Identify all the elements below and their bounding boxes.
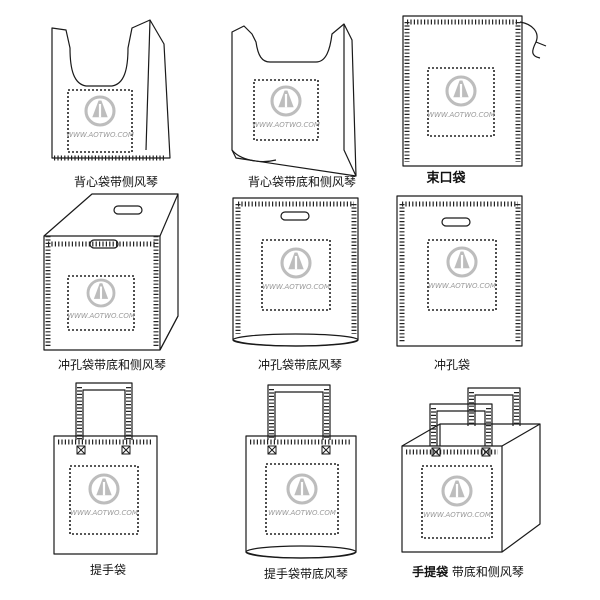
caption-handle-bag: 提手袋 xyxy=(89,563,126,577)
logo-ring-icon xyxy=(446,246,478,278)
logo-ring-icon xyxy=(280,247,312,279)
die-cut-bag-3-handle-slot xyxy=(441,217,471,227)
caption-vest-bag-side-gusset: 背心袋带侧风琴 xyxy=(73,175,158,189)
die-cut-bag-1-logo: WWW.AOTWO.COM xyxy=(67,278,135,320)
drawstring-cord-icon xyxy=(519,21,547,59)
handle-bag-2-left-rivet-icon xyxy=(267,445,277,455)
die-cut-bag-2-bottom-gusset xyxy=(232,333,359,347)
handle-bag-2-bottom-gusset xyxy=(245,545,357,559)
logo-center-bar-icon xyxy=(459,84,463,98)
handle-bag-1-left-rivet-icon-x xyxy=(76,445,86,455)
caption-die-cut-bag-bottom-side-gusset: 冲孔袋带底和侧风琴 xyxy=(57,358,166,372)
logo-center-bar-icon xyxy=(98,104,102,118)
watermark-text: WWW.AOTWO.COM xyxy=(252,121,320,129)
tote-bag-print-area xyxy=(421,465,493,539)
die-cut-bag-3-outline xyxy=(396,195,523,347)
watermark-text: WWW.AOTWO.COM xyxy=(423,511,491,519)
vest-bag-2-gusset-fold xyxy=(343,24,357,177)
logo-ring-icon xyxy=(441,475,473,507)
vest-bag-2-print-area xyxy=(253,79,319,141)
die-cut-bag-1-back-handle-slot xyxy=(113,205,143,215)
handle-bag-1-right-rivet-icon-x xyxy=(121,445,131,455)
tote-bag-right-rivet-icon-x xyxy=(481,447,491,457)
vest-bag-2-outline xyxy=(231,23,357,177)
die-cut-bag-2-logo: WWW.AOTWO.COM xyxy=(262,247,330,291)
vest-bag-2-bottom-curve xyxy=(231,149,277,163)
caption-tote-bold: 手提袋 xyxy=(412,565,449,579)
caption-drawstring-bag: 束口袋 xyxy=(426,171,466,186)
logo-center-bar-icon xyxy=(284,94,288,108)
caption-handle-bag-bottom-gusset: 提手袋带底风琴 xyxy=(263,567,348,581)
die-cut-bag-1-gusset-edge xyxy=(159,193,179,237)
drawstring-bag-print-area xyxy=(427,67,495,137)
die-cut-bag-3-print-area xyxy=(427,239,497,311)
die-cut-bag-3-logo: WWW.AOTWO.COM xyxy=(428,246,496,290)
tote-bag-back-handle-outer xyxy=(467,387,521,426)
watermark-text: WWW.AOTWO.COM xyxy=(268,509,336,517)
logo-ring-icon xyxy=(270,85,302,117)
caption-tote-rest: 带底和侧风琴 xyxy=(448,565,524,579)
vest-bag-1-gusset-fold xyxy=(145,19,151,151)
die-cut-bag-1-back-outline xyxy=(43,193,179,351)
handle-bag-2-right-rivet-icon-x xyxy=(321,445,331,455)
vest-bag-1-logo: WWW.AOTWO.COM xyxy=(66,95,134,139)
handle-bag-1-handle-inner xyxy=(82,389,126,440)
tote-bag-right-rivet-icon xyxy=(481,447,491,457)
vest-bag-1-print-area xyxy=(67,89,133,153)
drawstring-bag-logo: WWW.AOTWO.COM xyxy=(427,75,495,119)
die-cut-bag-1-print-area xyxy=(67,275,135,331)
logo-center-bar-icon xyxy=(102,482,106,496)
handle-bag-2-right-rivet-icon xyxy=(321,445,331,455)
handle-bag-2-handle-inner xyxy=(274,391,324,440)
handle-bag-2-logo: WWW.AOTWO.COM xyxy=(268,473,336,517)
caption-die-cut-bag-bottom-gusset: 冲孔袋带底风琴 xyxy=(257,358,342,372)
watermark-text: WWW.AOTWO.COM xyxy=(427,111,495,119)
caption-die-cut-bag: 冲孔袋 xyxy=(433,358,470,372)
logo-ring-icon xyxy=(88,473,120,505)
tote-bag-front-handle-outer xyxy=(429,403,493,446)
tote-bag-gusset-top xyxy=(501,423,541,447)
handle-bag-1-handle-outer xyxy=(75,382,133,440)
handle-bag-1-left-rivet-icon xyxy=(76,445,86,455)
logo-ring-icon xyxy=(86,278,116,308)
caption-vest-bag-bottom-side-gusset: 背心袋带底和侧风琴 xyxy=(247,175,356,189)
logo-center-bar-icon xyxy=(294,256,298,270)
watermark-text: WWW.AOTWO.COM xyxy=(66,131,134,139)
watermark-text: WWW.AOTWO.COM xyxy=(70,509,138,517)
logo-center-bar-icon xyxy=(99,286,103,299)
logo-ring-icon xyxy=(286,473,318,505)
handle-bag-2-handle-outer xyxy=(267,384,331,440)
logo-center-bar-icon xyxy=(460,255,464,269)
tote-bag-left-rivet-icon xyxy=(431,447,441,457)
tote-bag-front-outline xyxy=(401,445,503,553)
vest-bag-1-outline xyxy=(51,19,171,159)
watermark-text: WWW.AOTWO.COM xyxy=(262,283,330,291)
logo-center-bar-icon xyxy=(300,482,304,496)
handle-bag-2-outline xyxy=(245,435,357,559)
logo-ring-icon xyxy=(445,75,477,107)
handle-bag-1-outline xyxy=(53,435,158,555)
die-cut-bag-1-gusset-bottom xyxy=(159,315,179,351)
logo-ring-icon xyxy=(84,95,116,127)
drawstring-bag-outline xyxy=(402,15,523,167)
watermark-text: WWW.AOTWO.COM xyxy=(428,282,496,290)
tote-bag-left-rivet-icon-x xyxy=(431,447,441,457)
handle-bag-1-print-area xyxy=(69,465,139,535)
die-cut-bag-2-print-area xyxy=(261,239,331,311)
watermark-text: WWW.AOTWO.COM xyxy=(67,312,135,320)
caption-tote-bag-bottom-side-gusset: 手提袋 带底和侧风琴 xyxy=(368,565,568,579)
handle-bag-1-right-rivet-icon xyxy=(121,445,131,455)
handle-bag-2-left-rivet-icon-x xyxy=(267,445,277,455)
logo-center-bar-icon xyxy=(455,484,459,498)
die-cut-bag-2-handle-slot xyxy=(280,211,310,221)
tote-bag-front-handle-inner xyxy=(436,410,486,446)
tote-bag-logo: WWW.AOTWO.COM xyxy=(423,475,491,519)
handle-bag-1-logo: WWW.AOTWO.COM xyxy=(70,473,138,517)
vest-bag-2-logo: WWW.AOTWO.COM xyxy=(252,85,320,129)
handle-bag-2-print-area xyxy=(265,463,339,535)
